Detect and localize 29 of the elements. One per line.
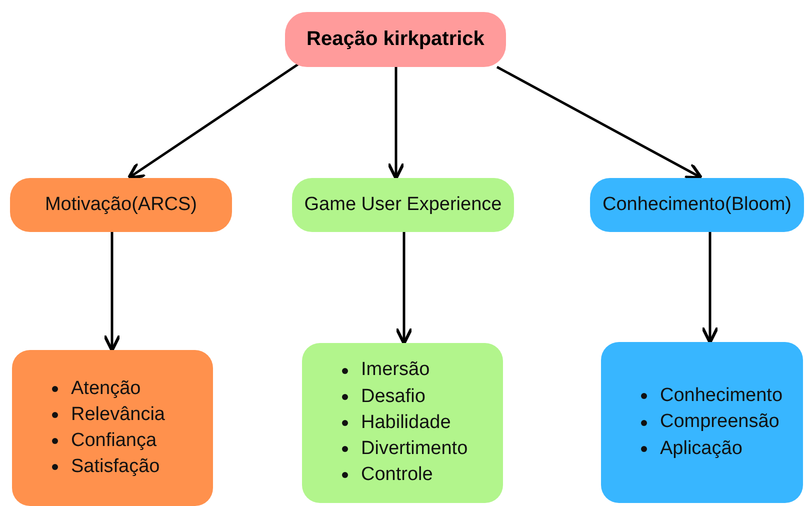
list-item: Imersão — [361, 358, 430, 382]
list-item: Controle — [361, 463, 433, 488]
list-item: Relevância — [71, 402, 165, 427]
category-label: Game User Experience — [304, 194, 502, 216]
list-box — [12, 350, 213, 506]
list-item: Compreensão — [660, 410, 780, 434]
list-item: Confiança — [71, 429, 157, 453]
category-box — [590, 178, 804, 232]
list-item: Aplicação — [660, 436, 742, 461]
arrow — [103, 232, 121, 352]
list-box — [601, 342, 803, 503]
list-box — [302, 343, 503, 503]
title-box — [285, 12, 506, 67]
list-item: Habilidade — [361, 410, 451, 435]
category-label: Conhecimento(Bloom) — [602, 194, 792, 216]
category-box — [10, 178, 232, 232]
list-item: Conhecimento — [660, 384, 783, 408]
arrow — [387, 67, 405, 180]
category-box — [292, 178, 514, 232]
arrow — [127, 62, 301, 180]
list-item: Desafio — [361, 384, 426, 409]
category-label: Motivação(ARCS) — [44, 194, 198, 216]
list-item: Atenção — [71, 376, 141, 401]
arrow — [701, 232, 719, 344]
list-item: Divertimento — [361, 437, 468, 462]
list-item: Satisfação — [71, 455, 160, 480]
title-label: Reação kirkpatrick — [306, 28, 484, 51]
arrow — [496, 66, 703, 180]
arrow — [395, 232, 413, 345]
